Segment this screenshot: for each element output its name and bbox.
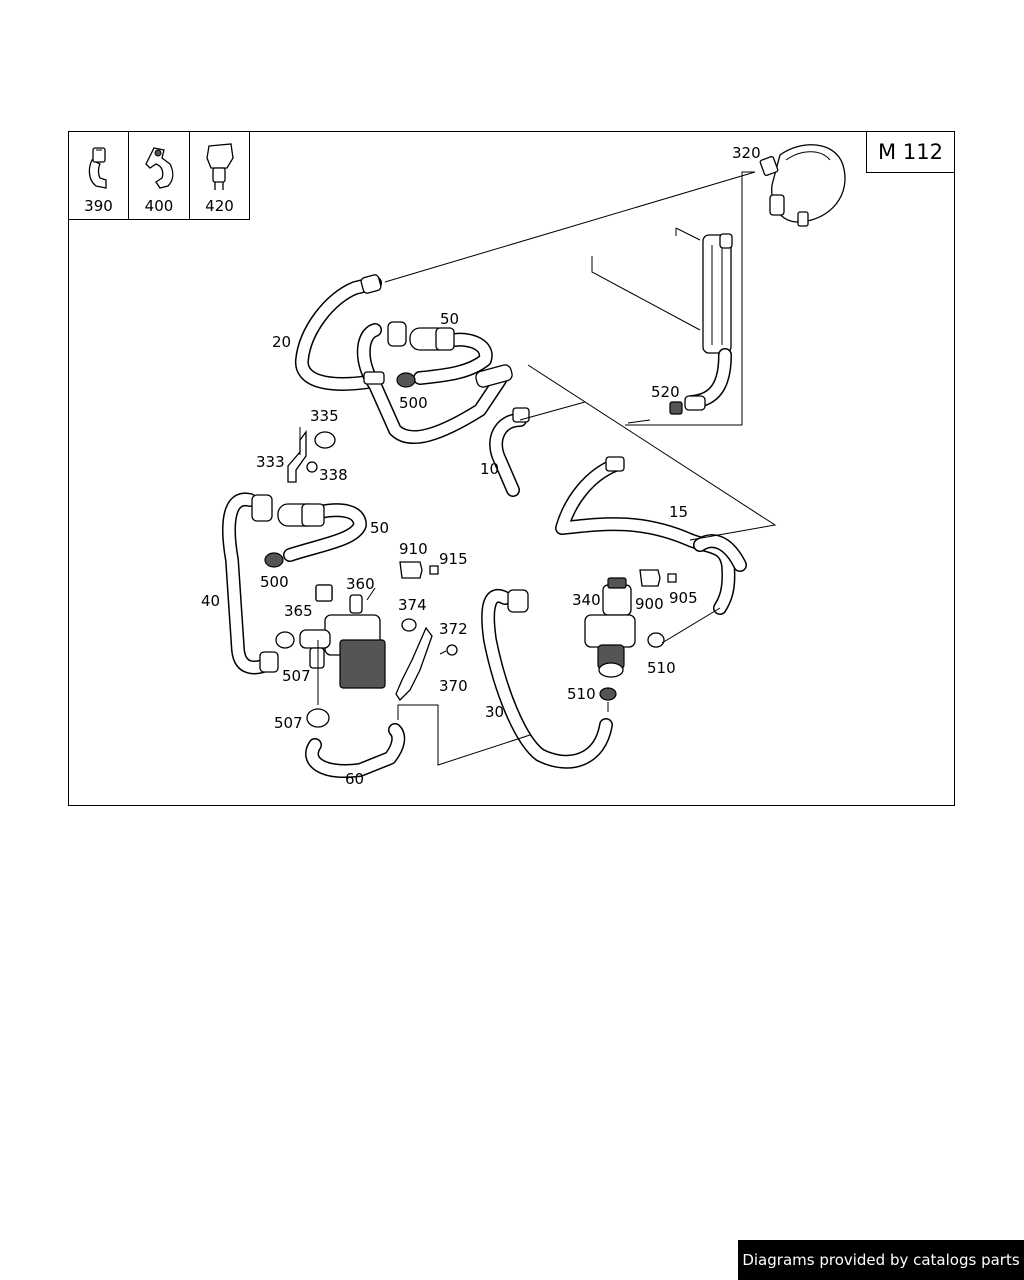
bracket-333	[287, 430, 336, 483]
callout-20: 20	[272, 333, 291, 351]
callout-905: 905	[669, 589, 698, 607]
callout-338: 338	[319, 466, 348, 484]
callout-900: 900	[635, 595, 664, 613]
callout-320: 320	[732, 144, 761, 162]
sleeve-clamp-icon	[206, 143, 234, 190]
callout-370: 370	[439, 677, 468, 695]
legend-label-400: 400	[144, 197, 174, 215]
hose-50-lower	[264, 503, 367, 568]
callout-333: 333	[256, 453, 285, 471]
hose-clip-icon	[88, 147, 107, 189]
expansion-tank-320	[759, 144, 846, 227]
hose-520	[669, 348, 732, 415]
hose-10	[489, 407, 530, 497]
callout-507: 507	[274, 714, 303, 732]
hose-40	[222, 492, 279, 675]
heater-core	[591, 227, 733, 354]
hose-30	[481, 589, 613, 769]
callout-335: 335	[310, 407, 339, 425]
callout-50: 50	[440, 310, 459, 328]
legend-item-420: 420	[189, 131, 250, 220]
callout-15: 15	[669, 503, 688, 521]
footer-banner: Diagrams provided by catalogs parts	[738, 1240, 1024, 1280]
callout-10: 10	[480, 460, 499, 478]
hose-15	[555, 456, 747, 615]
bracket-370	[395, 626, 458, 702]
legend-label-390: 390	[84, 197, 113, 215]
callout-340: 340	[572, 591, 601, 609]
callout-507: 507	[282, 667, 311, 685]
bracket-clamp-icon	[145, 147, 174, 189]
legend-label-420: 420	[205, 197, 234, 215]
legend-item-400: 400	[128, 131, 190, 220]
callout-520: 520	[651, 383, 680, 401]
diagram-frame	[68, 131, 955, 806]
callout-500: 500	[399, 394, 428, 412]
callout-915: 915	[439, 550, 468, 568]
hose-50-upper	[356, 321, 513, 444]
leader-lines	[299, 171, 777, 766]
hose-20	[294, 274, 382, 391]
callout-500: 500	[260, 573, 289, 591]
callout-510: 510	[647, 659, 676, 677]
callout-365: 365	[284, 602, 313, 620]
callout-60: 60	[345, 770, 364, 788]
callout-40: 40	[201, 592, 220, 610]
model-badge: M 112	[866, 131, 955, 173]
callout-labels: 320 20 50 500 520 335 333 338 10 15 50 5…	[201, 144, 761, 788]
valve-360	[299, 584, 417, 689]
pump-340	[584, 577, 665, 701]
callout-360: 360	[346, 575, 375, 593]
callout-374: 374	[398, 596, 427, 614]
legend-item-390: 390	[68, 131, 129, 220]
hose-60	[275, 631, 406, 778]
callout-50: 50	[370, 519, 389, 537]
callout-372: 372	[439, 620, 468, 638]
callout-910: 910	[399, 540, 428, 558]
callout-510: 510	[567, 685, 596, 703]
connectors	[315, 561, 677, 602]
callout-30: 30	[485, 703, 504, 721]
